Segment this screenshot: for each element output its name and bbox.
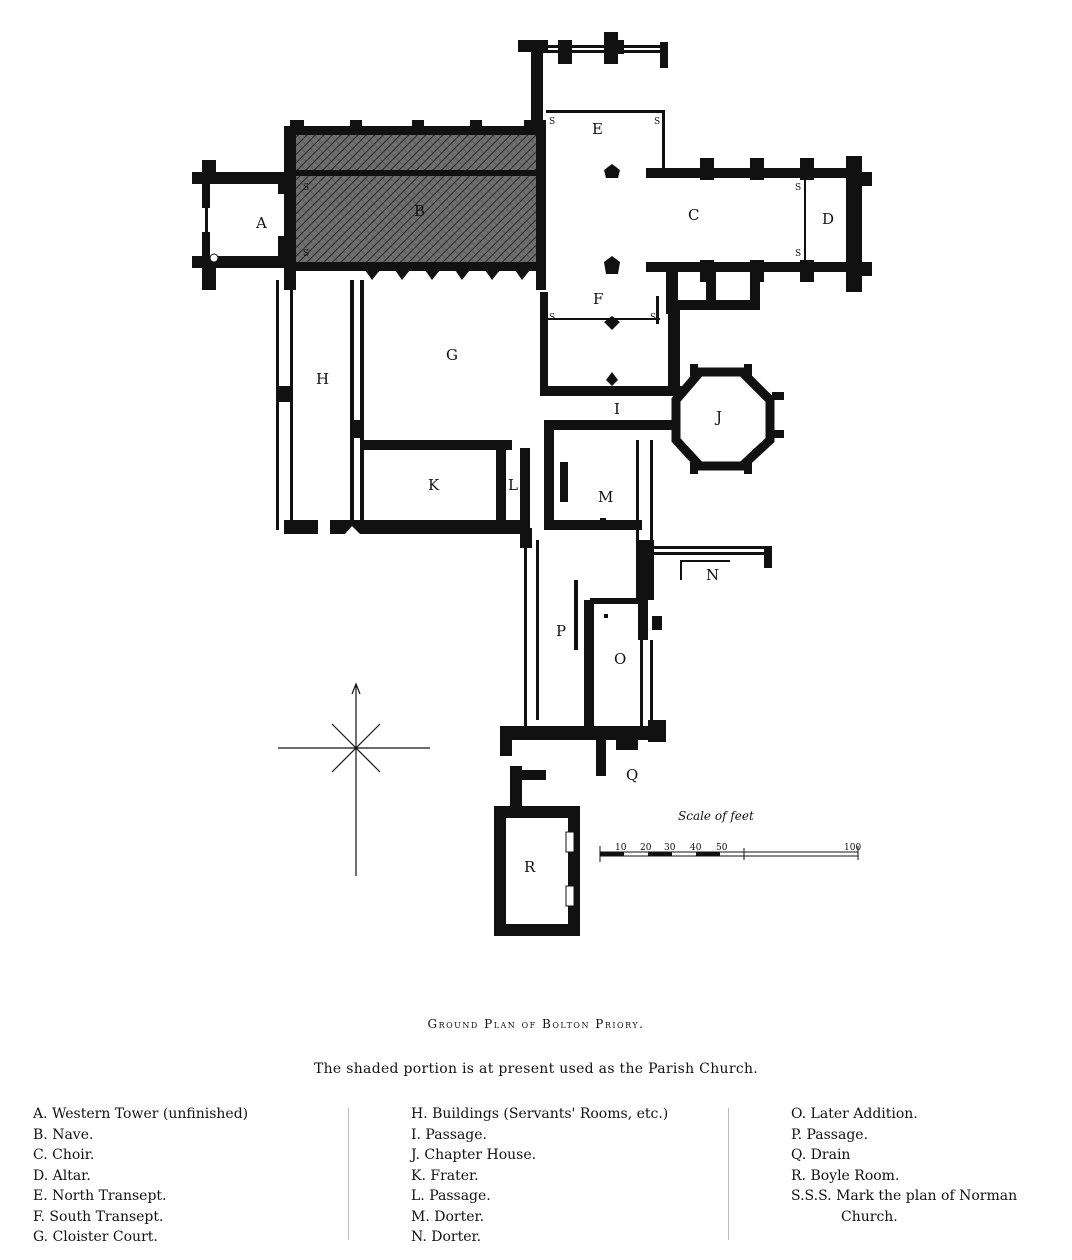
label-R: R (524, 858, 536, 876)
legend-item: F. South Transept. (33, 1208, 164, 1225)
legend-item: P. Passage. (791, 1126, 869, 1143)
label-P: P (556, 622, 566, 640)
label-A: A (255, 214, 267, 232)
legend-item: J. Chapter House. (411, 1147, 537, 1163)
label-Q: Q (626, 766, 638, 784)
legend-item: L. Passage. (411, 1188, 491, 1204)
room-labels: A B C D E F G H I J K L M N O P Q R (255, 120, 834, 876)
scale-caption: Scale of feet (678, 809, 754, 823)
label-O: O (614, 650, 626, 668)
scale-bar: Scale of feet 10 20 30 40 50 100 (599, 809, 861, 862)
compass-icon (278, 682, 430, 876)
legend-item: Church. (841, 1208, 898, 1225)
scale-tick: 10 (615, 843, 627, 853)
label-J: J (714, 408, 722, 426)
s-mark: S (549, 117, 555, 127)
choir (646, 156, 872, 314)
norman-marks: S S S S S S S S (303, 117, 801, 323)
legend-item: Q. Drain (791, 1147, 851, 1163)
plan-subtitle: The shaded portion is at present used as… (313, 1061, 759, 1077)
legend-item: M. Dorter. (411, 1208, 485, 1225)
label-K: K (428, 476, 440, 494)
legend-divider (728, 1108, 729, 1240)
scale-tick: 30 (664, 843, 676, 853)
legend-divider (348, 1108, 349, 1240)
label-L: L (508, 476, 518, 494)
legend-item: S.S.S. Mark the plan of Norman (791, 1188, 1018, 1204)
label-C: C (688, 206, 699, 224)
scale-tick: 50 (716, 843, 728, 853)
west-range (276, 280, 530, 534)
legend-item: H. Buildings (Servants' Rooms, etc.) (411, 1106, 669, 1122)
label-M: M (598, 488, 613, 506)
legend-item: G. Cloister Court. (33, 1229, 158, 1245)
label-F: F (593, 290, 603, 308)
plan-title: Ground Plan of Bolton Priory. (427, 1017, 645, 1031)
legend-item: O. Later Addition. (791, 1106, 918, 1122)
legend-item: A. Western Tower (unfinished) (33, 1106, 249, 1122)
legend-item: E. North Transept. (33, 1188, 167, 1204)
scale-tick: 100 (844, 843, 861, 853)
legend-column: H. Buildings (Servants' Rooms, etc.) I. … (411, 1104, 668, 1248)
s-mark: S (654, 117, 660, 127)
label-I: I (614, 400, 620, 418)
label-E: E (592, 120, 603, 138)
label-D: D (822, 210, 834, 228)
s-mark: S (650, 313, 656, 323)
label-H: H (316, 370, 329, 388)
legend-item: I. Passage. (411, 1126, 487, 1143)
legend-item: R. Boyle Room. (791, 1167, 900, 1184)
s-mark: S (303, 249, 309, 259)
legend-item: D. Altar. (33, 1167, 91, 1184)
ground-plan: A B C D E F G H I J K L M N O P Q R S S … (192, 32, 872, 936)
s-mark: S (549, 313, 555, 323)
nave-shaded (284, 120, 546, 290)
legend-item: K. Frater. (411, 1167, 479, 1184)
dorter-range (500, 440, 772, 816)
label-B: B (414, 202, 425, 220)
legend-column: A. Western Tower (unfinished) B. Nave. C… (33, 1104, 248, 1248)
label-G: G (446, 346, 458, 364)
boyle-room (494, 806, 580, 936)
s-mark: S (303, 183, 309, 193)
label-N: N (706, 566, 719, 584)
s-mark: S (795, 249, 801, 259)
chapter-house (671, 364, 784, 474)
western-tower (192, 160, 292, 290)
legend-item: N. Dorter. (411, 1229, 482, 1245)
transepts (518, 32, 682, 396)
legend-item: B. Nave. (33, 1126, 94, 1143)
frater-range (360, 420, 678, 528)
scale-tick: 20 (640, 843, 652, 853)
legend-item: C. Choir. (33, 1147, 95, 1163)
s-mark: S (795, 183, 801, 193)
scale-tick: 40 (690, 843, 702, 853)
legend-column: O. Later Addition. P. Passage. Q. Drain … (791, 1104, 1017, 1227)
